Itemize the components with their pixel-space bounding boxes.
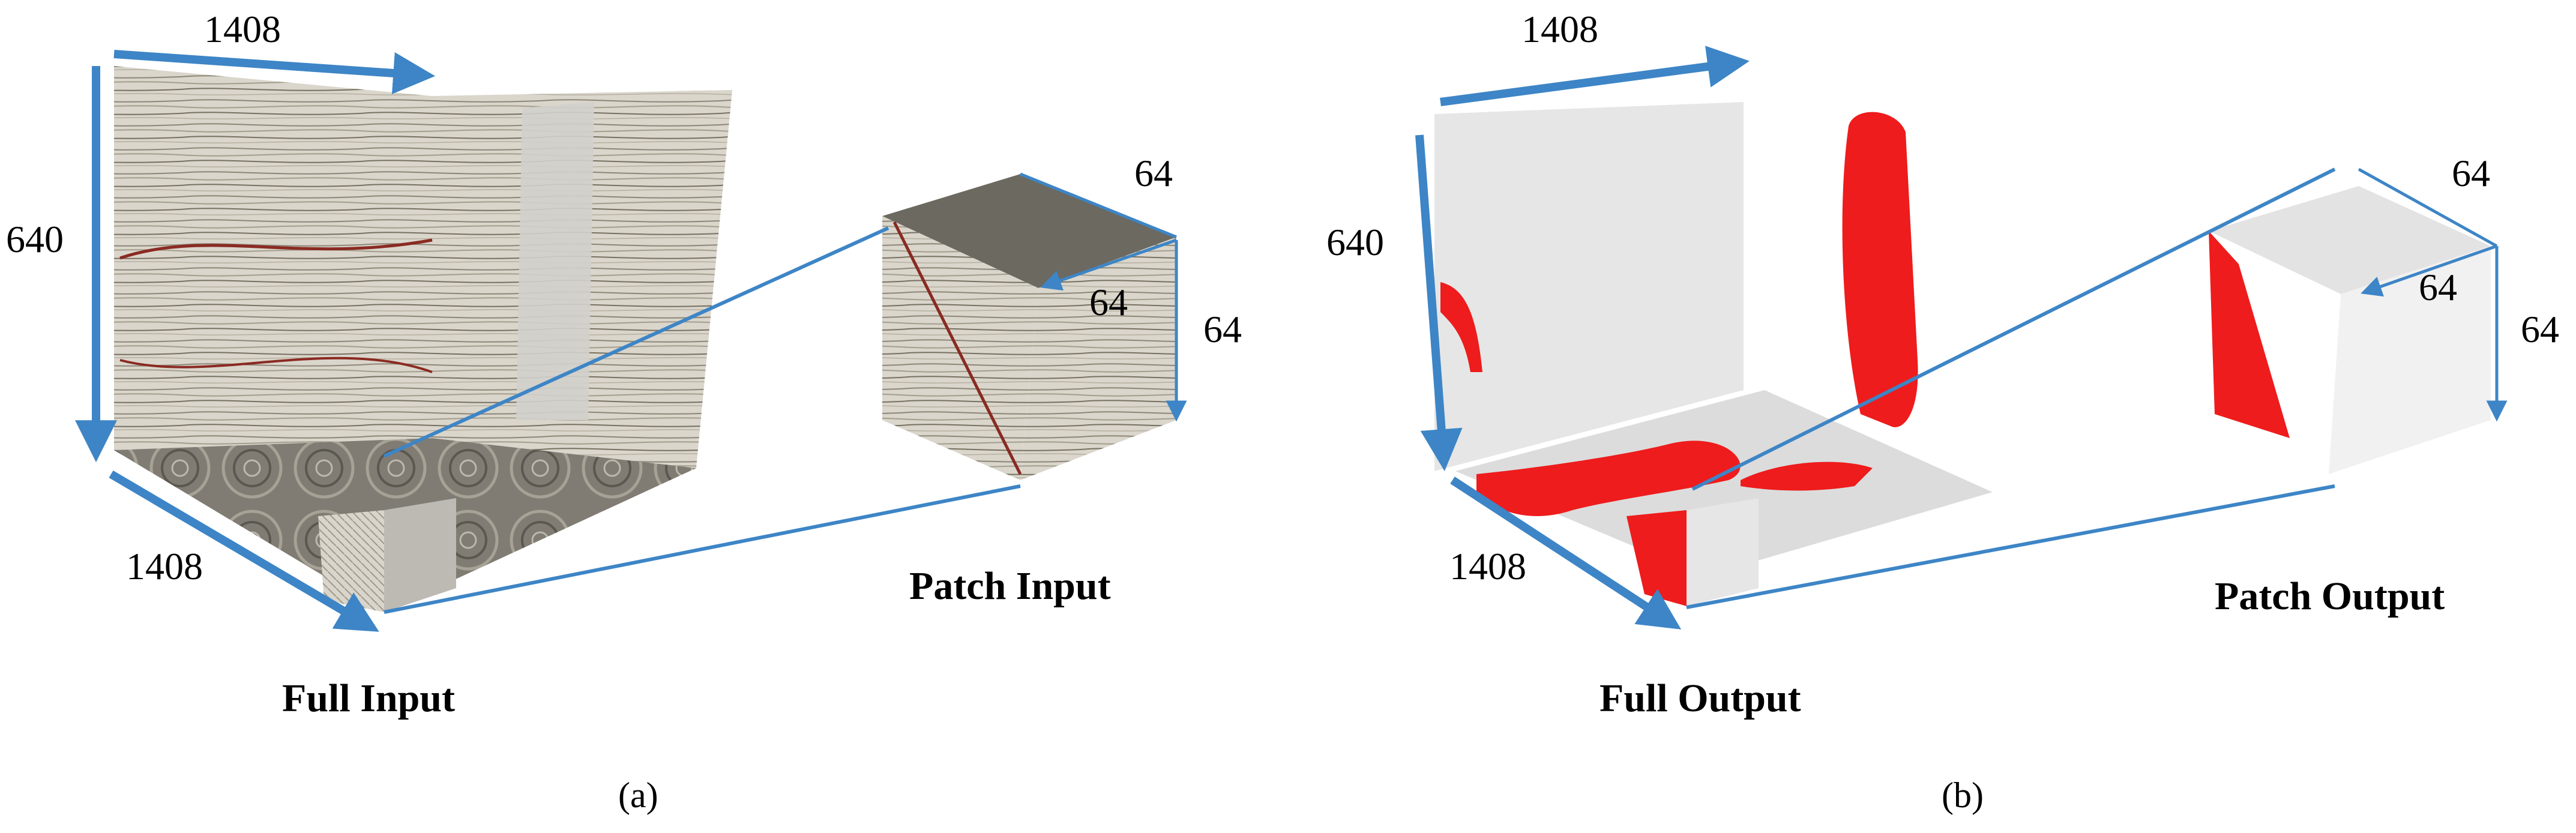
sublabel-a: (a) — [618, 775, 658, 815]
arrow-patch-output-top — [2358, 167, 2498, 248]
full-output-red-floor — [1476, 441, 1741, 516]
horizon-line — [119, 356, 433, 373]
connector-line — [1686, 484, 2335, 609]
dim-label-patch-input-inner: 64 — [1089, 281, 1128, 323]
dim-label-full-input-top: 1408 — [204, 8, 281, 50]
dim-label-full-input-left: 640 — [6, 218, 64, 260]
arrow-full-output-top — [1440, 46, 1750, 106]
arrow-full-output-left — [1415, 134, 1463, 472]
caption-patch-input: Patch Input — [909, 564, 1111, 608]
full-output-red-blob — [1440, 282, 1482, 372]
full-output-red-floor — [1741, 462, 1873, 491]
dim-label-patch-input-top: 64 — [1134, 152, 1173, 194]
patch-input-front-face — [882, 216, 1038, 480]
arrow-full-output-bottom — [1450, 477, 1682, 630]
horizon-line — [119, 238, 433, 260]
dim-label-full-output-top: 1408 — [1521, 8, 1598, 50]
dim-label-patch-input-right: 64 — [1203, 308, 1242, 350]
dim-label-full-output-bottom: 1408 — [1449, 545, 1526, 588]
caption-patch-output: Patch Output — [2215, 574, 2445, 618]
dim-label-patch-output-inner: 64 — [2419, 266, 2457, 308]
full-input-side-gap — [516, 102, 594, 420]
patch-output-red-triangle — [2209, 231, 2290, 438]
full-input-notch-front — [318, 510, 384, 612]
panel-a: 1408 640 1408 64 64 64 Full Input Patch … — [6, 8, 1242, 815]
arrow-full-input-top — [113, 50, 436, 94]
full-input-back-face — [114, 66, 432, 450]
sublabel-b: (b) — [1942, 775, 1984, 815]
patch-input-top-face — [882, 174, 1176, 288]
dim-label-full-output-left: 640 — [1326, 221, 1384, 263]
arrow-patch-input-top — [1020, 172, 1177, 239]
caption-full-input: Full Input — [282, 676, 455, 720]
panel-b: 1408 640 1408 64 64 64 Full Output Patch… — [1326, 8, 2559, 815]
full-output-notch-side — [1687, 498, 1759, 606]
full-output-back-face — [1434, 102, 1744, 471]
arrow-patch-input-inner — [1040, 238, 1177, 291]
patch-input-red-dip — [892, 221, 1022, 475]
caption-full-output: Full Output — [1599, 676, 1801, 720]
arrow-full-input-bottom — [109, 470, 379, 632]
connector-line — [1691, 167, 2336, 491]
dim-label-patch-output-top: 64 — [2452, 152, 2490, 194]
full-output-notch-front — [1627, 510, 1687, 606]
patch-input-side-face — [1020, 237, 1176, 480]
connector-line — [384, 484, 1021, 614]
full-input-notch-side — [384, 498, 456, 612]
patch-output-side-face — [2329, 246, 2491, 474]
dim-label-patch-output-right: 64 — [2521, 308, 2559, 350]
connector-line — [383, 226, 889, 458]
arrow-patch-output-inner — [2361, 244, 2497, 297]
full-output-floor — [1455, 390, 1993, 576]
dim-label-full-input-bottom: 1408 — [126, 545, 203, 588]
full-output-red-body — [1842, 112, 1918, 427]
patch-output-top-face — [2209, 186, 2491, 294]
